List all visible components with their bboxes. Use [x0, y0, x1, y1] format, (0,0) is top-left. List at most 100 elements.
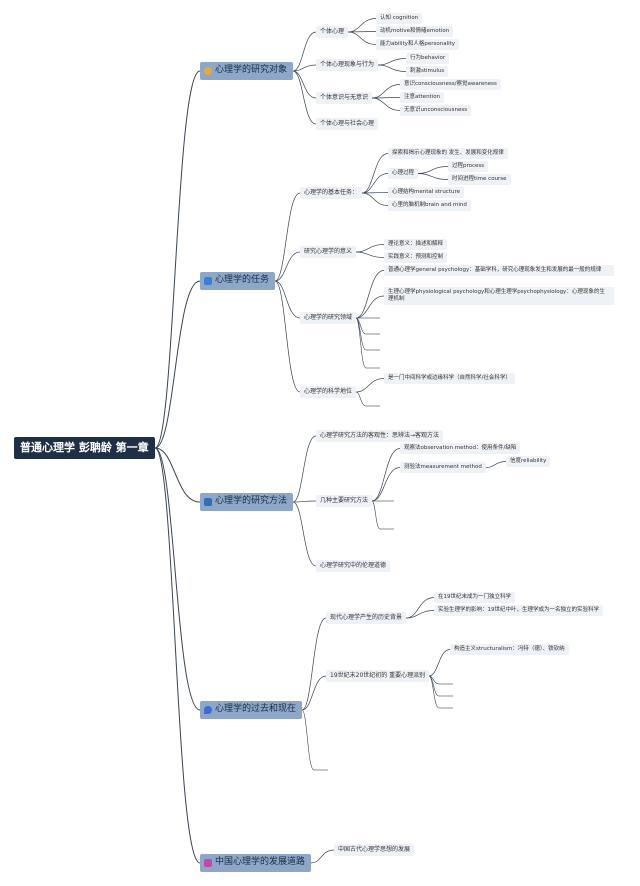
leaf-ability-personality[interactable]: 能力ability和人格personality	[376, 39, 460, 51]
connector-line	[301, 617, 327, 711]
leaf-stimulus[interactable]: 刺激stimulus	[406, 66, 449, 78]
connector-line	[292, 31, 317, 72]
branch-china[interactable]: 中国心理学的发展道路	[200, 854, 312, 872]
connector-line	[361, 153, 389, 194]
connector-line	[417, 173, 449, 180]
leaf-unconsciousness[interactable]: 无意识unconsciousness	[400, 105, 472, 117]
leaf-motive-emotion[interactable]: 动机motive和情绪emotion	[376, 26, 454, 38]
connector-line	[405, 597, 435, 619]
leaf-brain-mind[interactable]: 心里的脑机制brain and mind	[388, 200, 471, 212]
leaf-cognition[interactable]: 认知 cognition	[376, 13, 423, 25]
connector-line	[274, 192, 301, 282]
connector-line	[355, 244, 385, 253]
branch-past-present[interactable]: 心理学的过去和现在	[200, 701, 303, 719]
leaf-general-psychology[interactable]: 普通心理学general psychology：基础学科，研究心理现象发生和发展…	[384, 265, 614, 277]
leaf-mental-structure[interactable]: 心理结构mental structure	[388, 187, 464, 199]
leaf-measurement[interactable]: 测验法measurement method	[400, 462, 486, 474]
connector-line	[274, 280, 301, 319]
connector-line	[485, 461, 507, 468]
connector-line	[371, 97, 401, 111]
connector-line	[301, 675, 327, 711]
connector-line	[355, 378, 385, 393]
connector-line	[292, 64, 317, 72]
leaf-intermediate-science[interactable]: 是一门中间科学或边缘科学（自然科学/社会科学）	[384, 373, 515, 385]
branch-tasks[interactable]: 心理学的任务	[200, 272, 276, 290]
connector-line	[428, 675, 440, 709]
topic-basic-tasks[interactable]: 心理学的基本任务：	[300, 187, 363, 199]
connector-line	[361, 192, 389, 206]
connector-line	[371, 84, 401, 99]
leaf-theoretical[interactable]: 理论意义：描述和解释	[384, 239, 448, 251]
connector-line	[355, 251, 385, 258]
connector-line	[274, 280, 301, 393]
leaf-time-course[interactable]: 时间进程time course	[448, 174, 511, 186]
leaf-behavior[interactable]: 行为behavior	[406, 53, 450, 65]
connector-line	[347, 31, 377, 45]
connector-line	[377, 64, 407, 72]
connector-line	[405, 610, 435, 619]
leaf-awareness[interactable]: 意识consciousness/察觉awareness	[400, 79, 501, 91]
topic-main-methods[interactable]: 几种主要研究方法	[316, 495, 373, 507]
connector-line	[371, 448, 401, 502]
leaf-experimental-physiology[interactable]: 实验生理学的影响：19世纪中叶，生理学成为一名独立的实验科学	[434, 605, 604, 617]
leaf-process[interactable]: 过程process	[448, 161, 489, 173]
connector-line	[292, 500, 317, 503]
connector-line	[274, 251, 301, 282]
topic-social-mind[interactable]: 个体心理与社会心理	[316, 118, 379, 130]
branch-label: 中国心理学的发展道路	[215, 857, 306, 867]
connector-line	[355, 270, 385, 319]
connector-line	[154, 280, 201, 449]
connector-line	[301, 709, 315, 771]
leaf-physiological-psychology[interactable]: 生理心理学physiological psychology和心理生理学psych…	[384, 287, 614, 306]
topic-objectivity[interactable]: 心理学研究方法的客观性：思辨法→客观方法	[316, 430, 444, 442]
connector-line	[154, 447, 201, 864]
connector-line	[347, 18, 377, 33]
topic-research-fields[interactable]: 心理学的研究领域	[300, 312, 357, 324]
topic-significance[interactable]: 研究心理学的意义	[300, 246, 357, 258]
branch-label: 心理学的研究对象	[215, 65, 288, 75]
topic-behavior[interactable]: 个体心理现象与行为	[316, 59, 379, 71]
branch-label: 心理学的任务	[215, 275, 270, 285]
topic-ancient-thought[interactable]: 中国古代心理学思想的发展	[334, 844, 415, 856]
book-icon	[204, 497, 212, 506]
branch-label: 心理学的过去和现在	[215, 704, 297, 714]
topic-ethics[interactable]: 心理学研究中的伦理道德	[316, 560, 391, 572]
bolt-icon	[204, 276, 212, 285]
topic-consciousness[interactable]: 个体意识与无意识	[316, 92, 373, 104]
topic-historical-background[interactable]: 现代心理学产生的历史背景	[326, 612, 407, 624]
branch-label: 心理学的研究方法	[215, 496, 288, 506]
connector-line	[361, 173, 389, 194]
leaf-reliability[interactable]: 信度reliability	[506, 456, 551, 468]
connector-line	[371, 467, 401, 502]
connector-line	[371, 500, 381, 530]
connector-line	[428, 649, 451, 677]
leaf-mental-process[interactable]: 心理过程	[388, 168, 419, 180]
connector-line	[355, 317, 367, 369]
branch-research-object[interactable]: 心理学的研究对象	[200, 62, 294, 80]
root-node[interactable]: 普通心理学 彭聃龄 第一章	[14, 437, 155, 460]
connector-line	[292, 501, 317, 567]
leaf-independent-science[interactable]: 在19世纪末成为一门独立科学	[434, 592, 515, 604]
sun-icon	[204, 66, 212, 75]
leaf-attention[interactable]: 注意attention	[400, 92, 445, 104]
connector-line	[292, 70, 317, 125]
leaf-explore-laws[interactable]: 探索和揭示心理现象的 发生、发展和变化规律	[388, 148, 508, 160]
connector-line	[292, 435, 317, 503]
connector-line	[154, 447, 201, 711]
connector-line	[310, 849, 335, 864]
flame-icon	[204, 705, 212, 714]
topic-individual-mind[interactable]: 个体心理	[316, 26, 349, 38]
connector-line	[154, 447, 201, 503]
connector-line	[154, 70, 201, 449]
connector-line	[355, 295, 385, 319]
leaf-structuralism[interactable]: 构造主义structuralism：冯特（德）、铁钦纳	[450, 644, 569, 656]
home-icon	[204, 858, 212, 867]
connector-line	[355, 391, 367, 407]
topic-scientific-status[interactable]: 心理学的科学地位	[300, 386, 357, 398]
branch-methods[interactable]: 心理学的研究方法	[200, 493, 294, 511]
leaf-practical[interactable]: 实践意义：预测和控制	[384, 252, 448, 264]
leaf-observation[interactable]: 观察法observation method：使用条件/缺陷	[400, 443, 521, 455]
topic-schools[interactable]: 19世纪末20世纪初的 重要心理派别	[326, 670, 430, 682]
